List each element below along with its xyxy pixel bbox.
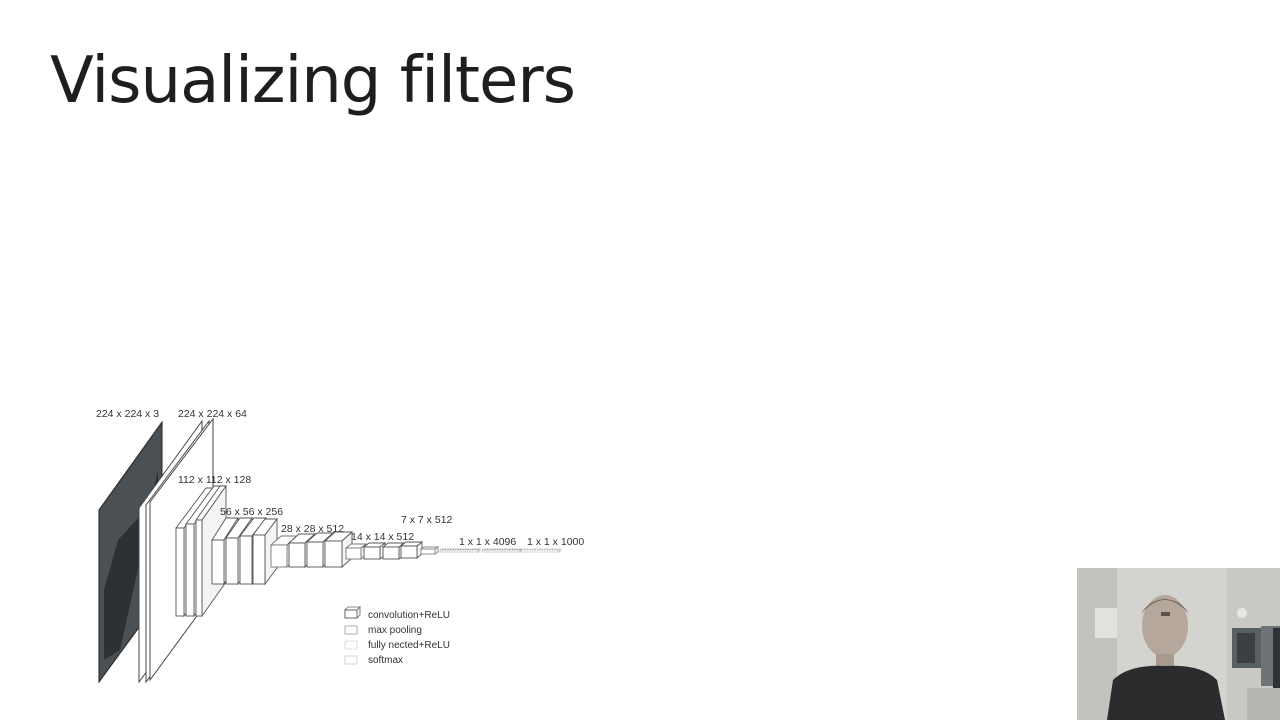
conv5-block-0 <box>344 543 368 560</box>
layer-blocks <box>98 417 562 684</box>
legend: convolution+ReLU max pooling fully necte… <box>344 606 450 666</box>
fc-block-2 <box>481 548 523 553</box>
legend-label-conv: convolution+ReLU <box>368 610 450 621</box>
label-output-size: 1 x 1 x 1000 <box>527 536 584 548</box>
label-pool5-size: 7 x 7 x 512 <box>401 514 453 526</box>
legend-label-pool: max pooling <box>368 625 422 636</box>
label-conv2-size: 112 x 112 x 128 <box>178 474 251 486</box>
label-conv1-size: 224 x 224 x 64 <box>178 408 247 420</box>
label-input-size: 224 x 224 x 3 <box>96 408 159 420</box>
softmax-block <box>521 548 562 553</box>
label-fc-size: 1 x 1 x 4096 <box>459 536 516 548</box>
label-conv3-size: 56 x 56 x 256 <box>220 506 283 518</box>
fc-block-1 <box>439 548 481 553</box>
presenter-webcam-video <box>1077 568 1280 720</box>
label-conv5-size: 14 x 14 x 512 <box>351 531 414 543</box>
legend-icon-softmax <box>344 655 358 665</box>
legend-icon-pool <box>344 625 358 635</box>
conv5-block-1 <box>362 542 387 560</box>
label-conv4-size: 28 x 28 x 512 <box>281 523 344 535</box>
slide-title: Visualizing filters <box>50 44 576 118</box>
conv5-block-3 <box>399 541 424 559</box>
legend-label-softmax: softmax <box>368 655 403 666</box>
legend-icon-conv <box>344 606 361 619</box>
legend-icon-fc <box>344 640 358 650</box>
conv3-block-4 <box>252 517 278 586</box>
pool5-block <box>419 546 440 555</box>
legend-label-fc: fully nected+ReLU <box>368 640 450 651</box>
